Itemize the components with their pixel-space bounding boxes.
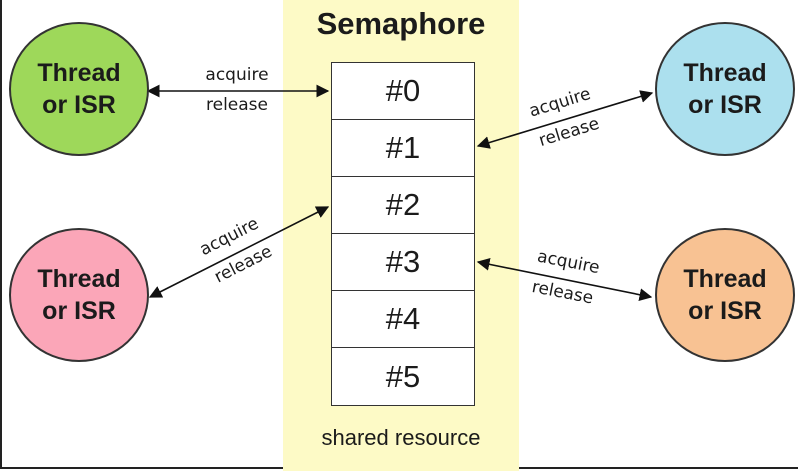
thread-circle-bottom-left: Thread or ISR bbox=[9, 228, 149, 362]
semaphore-title: Semaphore bbox=[316, 6, 486, 41]
slot-4: #4 bbox=[332, 291, 474, 348]
thread-label-line1: Thread bbox=[683, 265, 767, 293]
thread-label-line2: or ISR bbox=[688, 91, 762, 119]
slot-1: #1 bbox=[332, 120, 474, 177]
arrow-top-right bbox=[476, 90, 654, 149]
slot-5: #5 bbox=[385, 358, 421, 394]
slot-0: #0 bbox=[332, 63, 474, 120]
semaphore-slots: #0 #1 #2 #3 #4 #5 bbox=[331, 62, 475, 406]
slot-2: #2 bbox=[332, 177, 474, 234]
shared-resource-label: shared resource bbox=[321, 425, 481, 450]
label-acquire-top-right: acquire bbox=[527, 84, 593, 122]
thread-label-line1: Thread bbox=[683, 59, 767, 87]
label-release-top-left: release bbox=[206, 95, 268, 115]
label-acquire-top-left: acquire bbox=[205, 65, 268, 85]
thread-circle-top-left: Thread or ISR bbox=[9, 22, 149, 156]
label-release-top-right: release bbox=[537, 114, 602, 151]
label-release-bottom-right: release bbox=[530, 277, 595, 308]
thread-circle-top-right: Thread or ISR bbox=[655, 22, 795, 156]
thread-label-line1: Thread bbox=[37, 59, 121, 87]
thread-label-line1: Thread bbox=[37, 265, 121, 293]
slot-3: #3 bbox=[332, 234, 474, 291]
thread-label-line2: or ISR bbox=[42, 297, 116, 325]
arrow-bottom-left bbox=[148, 206, 330, 298]
thread-label-line2: or ISR bbox=[42, 91, 116, 119]
thread-circle-bottom-right: Thread or ISR bbox=[655, 228, 795, 362]
arrow-bottom-right bbox=[476, 258, 653, 301]
thread-label-line2: or ISR bbox=[688, 297, 762, 325]
label-acquire-bottom-right: acquire bbox=[536, 246, 602, 278]
